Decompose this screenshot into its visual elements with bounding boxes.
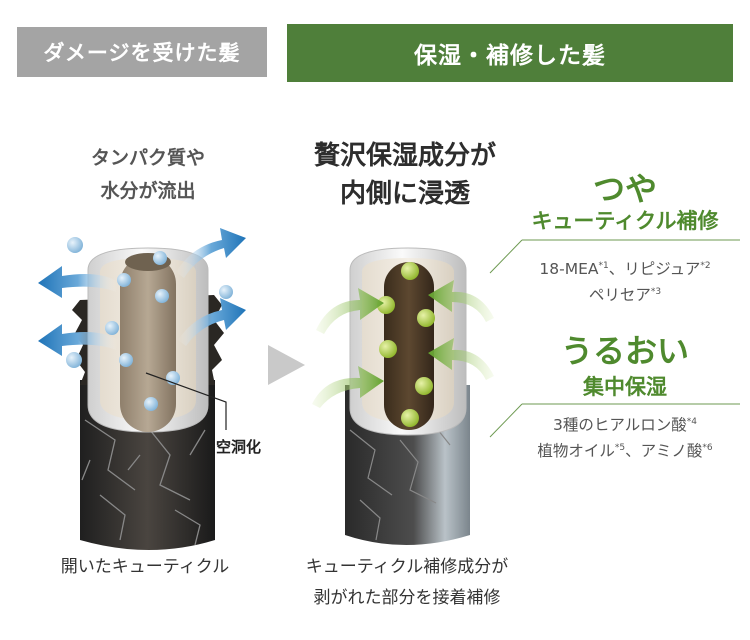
moisture-ingredients: 3種のヒアルロン酸*4 植物オイル*5、アミノ酸*6: [500, 411, 750, 463]
moisture-benefit-subtitle: 集中保湿: [583, 375, 667, 399]
water-droplet-icon: [66, 237, 233, 411]
cavity-label: 空洞化: [216, 438, 262, 456]
repaired-hair-illustration: [312, 247, 494, 545]
repaired-hair-header: 保湿・補修した髪: [287, 24, 733, 82]
penetration-caption: 贅沢保湿成分が 内側に浸透: [280, 137, 530, 213]
nutrient-loss-line-2: 水分が流出: [100, 180, 196, 202]
shine-benefit-title: つや: [592, 170, 657, 208]
moisture-benefit-title: うるおい: [560, 332, 689, 370]
benefit-leader-lines: [489, 239, 740, 438]
damaged-hair-illustration: [38, 228, 246, 550]
shine-ingredients-line-2: ペリセア*3: [588, 286, 662, 305]
penetration-line-1: 贅沢保湿成分が: [313, 141, 496, 171]
nutrient-loss-caption: タンパク質や 水分が流出: [48, 142, 248, 208]
open-cuticle-caption: 開いたキューティクル: [60, 557, 230, 577]
moisture-ingredients-line-2: 植物オイル*5、アミノ酸*6: [537, 442, 713, 461]
nutrient-loss-line-1: タンパク質や: [90, 147, 205, 169]
cuticle-repair-caption: キューティクル補修成分が 剥がれた部分を接着補修: [272, 552, 542, 614]
cuticle-repair-line-1: キューティクル補修成分が: [305, 557, 509, 577]
cuticle-repair-line-2: 剥がれた部分を接着補修: [313, 588, 501, 608]
penetration-line-2: 内側に浸透: [339, 179, 470, 209]
shine-benefit-subtitle: キューティクル補修: [531, 209, 719, 233]
transition-arrow-icon: [268, 345, 305, 385]
shine-ingredients: 18-MEA*1、リピジュア*2 ペリセア*3: [500, 255, 750, 307]
moisture-ingredients-line-1: 3種のヒアルロン酸*4: [553, 416, 697, 435]
shine-ingredients-line-1: 18-MEA*1、リピジュア*2: [539, 260, 711, 279]
inflow-arrow-icon: [312, 280, 494, 408]
outflow-arrow-icon: [38, 228, 246, 356]
damaged-hair-header: ダメージを受けた髪: [17, 27, 267, 77]
